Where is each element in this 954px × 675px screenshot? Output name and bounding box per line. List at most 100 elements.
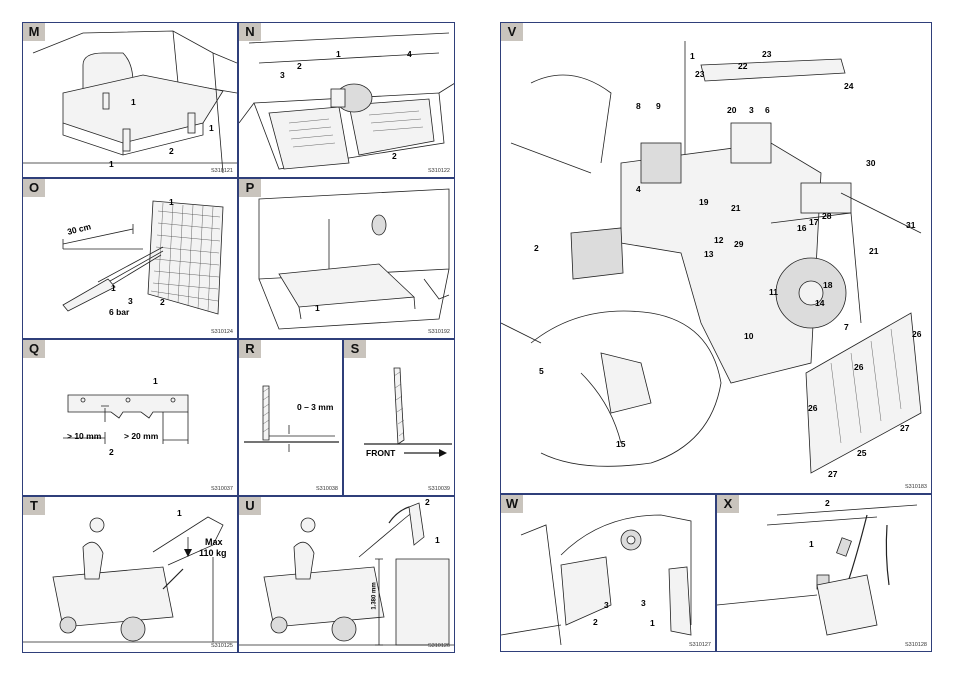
direction-label: FRONT (366, 448, 396, 458)
callout-label: 25 (857, 448, 867, 458)
panel-letter: S (344, 340, 366, 358)
callout-label: 1 (153, 376, 158, 386)
callout-label: 1 (111, 283, 116, 293)
callout-label: 23 (762, 49, 772, 59)
sweeper-hopper-lift-illustration (23, 516, 237, 643)
panel-letter: X (717, 495, 739, 513)
load-label: Max (205, 537, 223, 547)
panel-v: V 1 23 22 23 24 8 9 20 3 6 30 4 19 2 21 … (500, 22, 932, 494)
callout-label: 24 (844, 81, 854, 91)
callout-label: 20 (727, 105, 737, 115)
panel-letter: V (501, 23, 523, 41)
callout-label: 26 (912, 329, 922, 339)
callout-label: 9 (656, 101, 661, 111)
flap-clearance-drawing (244, 385, 339, 452)
panel-n: N 1 2 3 4 2 S310122 (238, 22, 455, 178)
panel-q: Q 1 > 10 mm > 20 mm 2 S310037 (22, 339, 238, 496)
sweeper-hopper-dump-illustration (239, 502, 454, 646)
panel-o: O 1 30 cm 1 3 6 bar 2 S310124 (22, 178, 238, 339)
callout-label: 21 (731, 203, 741, 213)
callout-label: 26 (808, 403, 818, 413)
panel-letter: W (501, 495, 523, 513)
callout-label: 23 (695, 69, 705, 79)
callout-label: 27 (900, 423, 910, 433)
panel-letter: Q (23, 340, 45, 358)
height-label: 1.380 mm (371, 582, 378, 610)
callout-label: 11 (769, 287, 778, 297)
callout-label: 1 (650, 618, 655, 628)
panel-s: S FRONT S310039 (343, 339, 455, 496)
callout-label: 2 (160, 297, 165, 307)
callout-label: 6 (765, 105, 770, 115)
dimension-label: > 10 mm (67, 431, 102, 441)
callout-label: 31 (906, 220, 916, 230)
seat-illustration (23, 30, 237, 174)
panel-letter: N (239, 23, 261, 41)
callout-label: 2 (109, 447, 114, 457)
callout-label: 3 (280, 70, 285, 80)
panel-letter: U (239, 497, 261, 515)
callout-label: 22 (738, 61, 748, 71)
callout-label: 4 (636, 184, 641, 194)
figure-code: S310037 (210, 486, 233, 492)
callout-label: 30 (866, 158, 876, 168)
callout-label: 2 (425, 497, 430, 507)
callout-label: 1 (336, 49, 341, 59)
panel-letter: P (239, 179, 261, 197)
callout-label: 17 (809, 217, 819, 227)
callout-label: 8 (636, 101, 641, 111)
callout-label: 28 (822, 211, 832, 221)
callout-label: 27 (828, 469, 838, 479)
figure-code: S310122 (427, 168, 450, 174)
callout-label: 15 (616, 439, 626, 449)
callout-label: 12 (714, 235, 724, 245)
figure-code: S310183 (904, 484, 927, 490)
callout-label: 3 (749, 105, 754, 115)
filter-cleaning-illustration (62, 200, 224, 315)
callout-label: 2 (169, 146, 174, 156)
callout-label: 2 (392, 151, 397, 161)
figure-code: S310121 (210, 168, 233, 174)
load-value: 110 kg (199, 548, 227, 558)
dimension-label: 0 – 3 mm (297, 402, 334, 412)
callout-label: 1 (315, 303, 320, 313)
side-flap-illustration (501, 514, 692, 646)
figure-code: S310192 (427, 329, 450, 335)
panel-letter: O (23, 179, 45, 197)
panel-x: X 2 1 S310128 (716, 494, 932, 652)
callout-label: 3 (604, 600, 609, 610)
hopper-illustration (258, 188, 450, 330)
flap-direction-drawing (364, 367, 452, 457)
callout-label: 1 (209, 123, 214, 133)
callout-label: 26 (854, 362, 864, 372)
callout-label: 29 (734, 239, 744, 249)
pressure-label: 6 bar (109, 307, 130, 317)
panel-t: T 1 Max 110 kg S310125 (22, 496, 238, 653)
panel-w: W 3 3 2 1 S310127 (500, 494, 716, 652)
figure-code: S310124 (210, 329, 233, 335)
engine-compartment-illustration (501, 41, 922, 474)
callout-label: 2 (297, 61, 302, 71)
callout-label: 1 (131, 97, 136, 107)
callout-label: 1 (109, 159, 114, 169)
dimension-label: > 20 mm (124, 431, 159, 441)
callout-label: 2 (534, 243, 539, 253)
figure-code: S310039 (427, 486, 450, 492)
callout-label: 1 (169, 197, 174, 207)
callout-label: 13 (704, 249, 714, 259)
callout-label: 4 (407, 49, 412, 59)
callout-label: 1 (177, 508, 182, 518)
callout-label: 10 (744, 331, 754, 341)
panel-r: R 0 – 3 mm S310038 (238, 339, 343, 496)
callout-label: 1 (809, 539, 814, 549)
panel-letter: M (23, 23, 45, 41)
callout-label: 18 (823, 280, 833, 290)
callout-label: 2 (825, 498, 830, 508)
callout-label: 14 (815, 298, 825, 308)
filter-compartment-illustration (239, 32, 454, 170)
callout-label: 19 (699, 197, 709, 207)
panel-letter: T (23, 497, 45, 515)
callout-label: 7 (844, 322, 849, 332)
panel-m: M 1 1 1 2 S310121 (22, 22, 238, 178)
figure-code: S310127 (688, 642, 711, 648)
